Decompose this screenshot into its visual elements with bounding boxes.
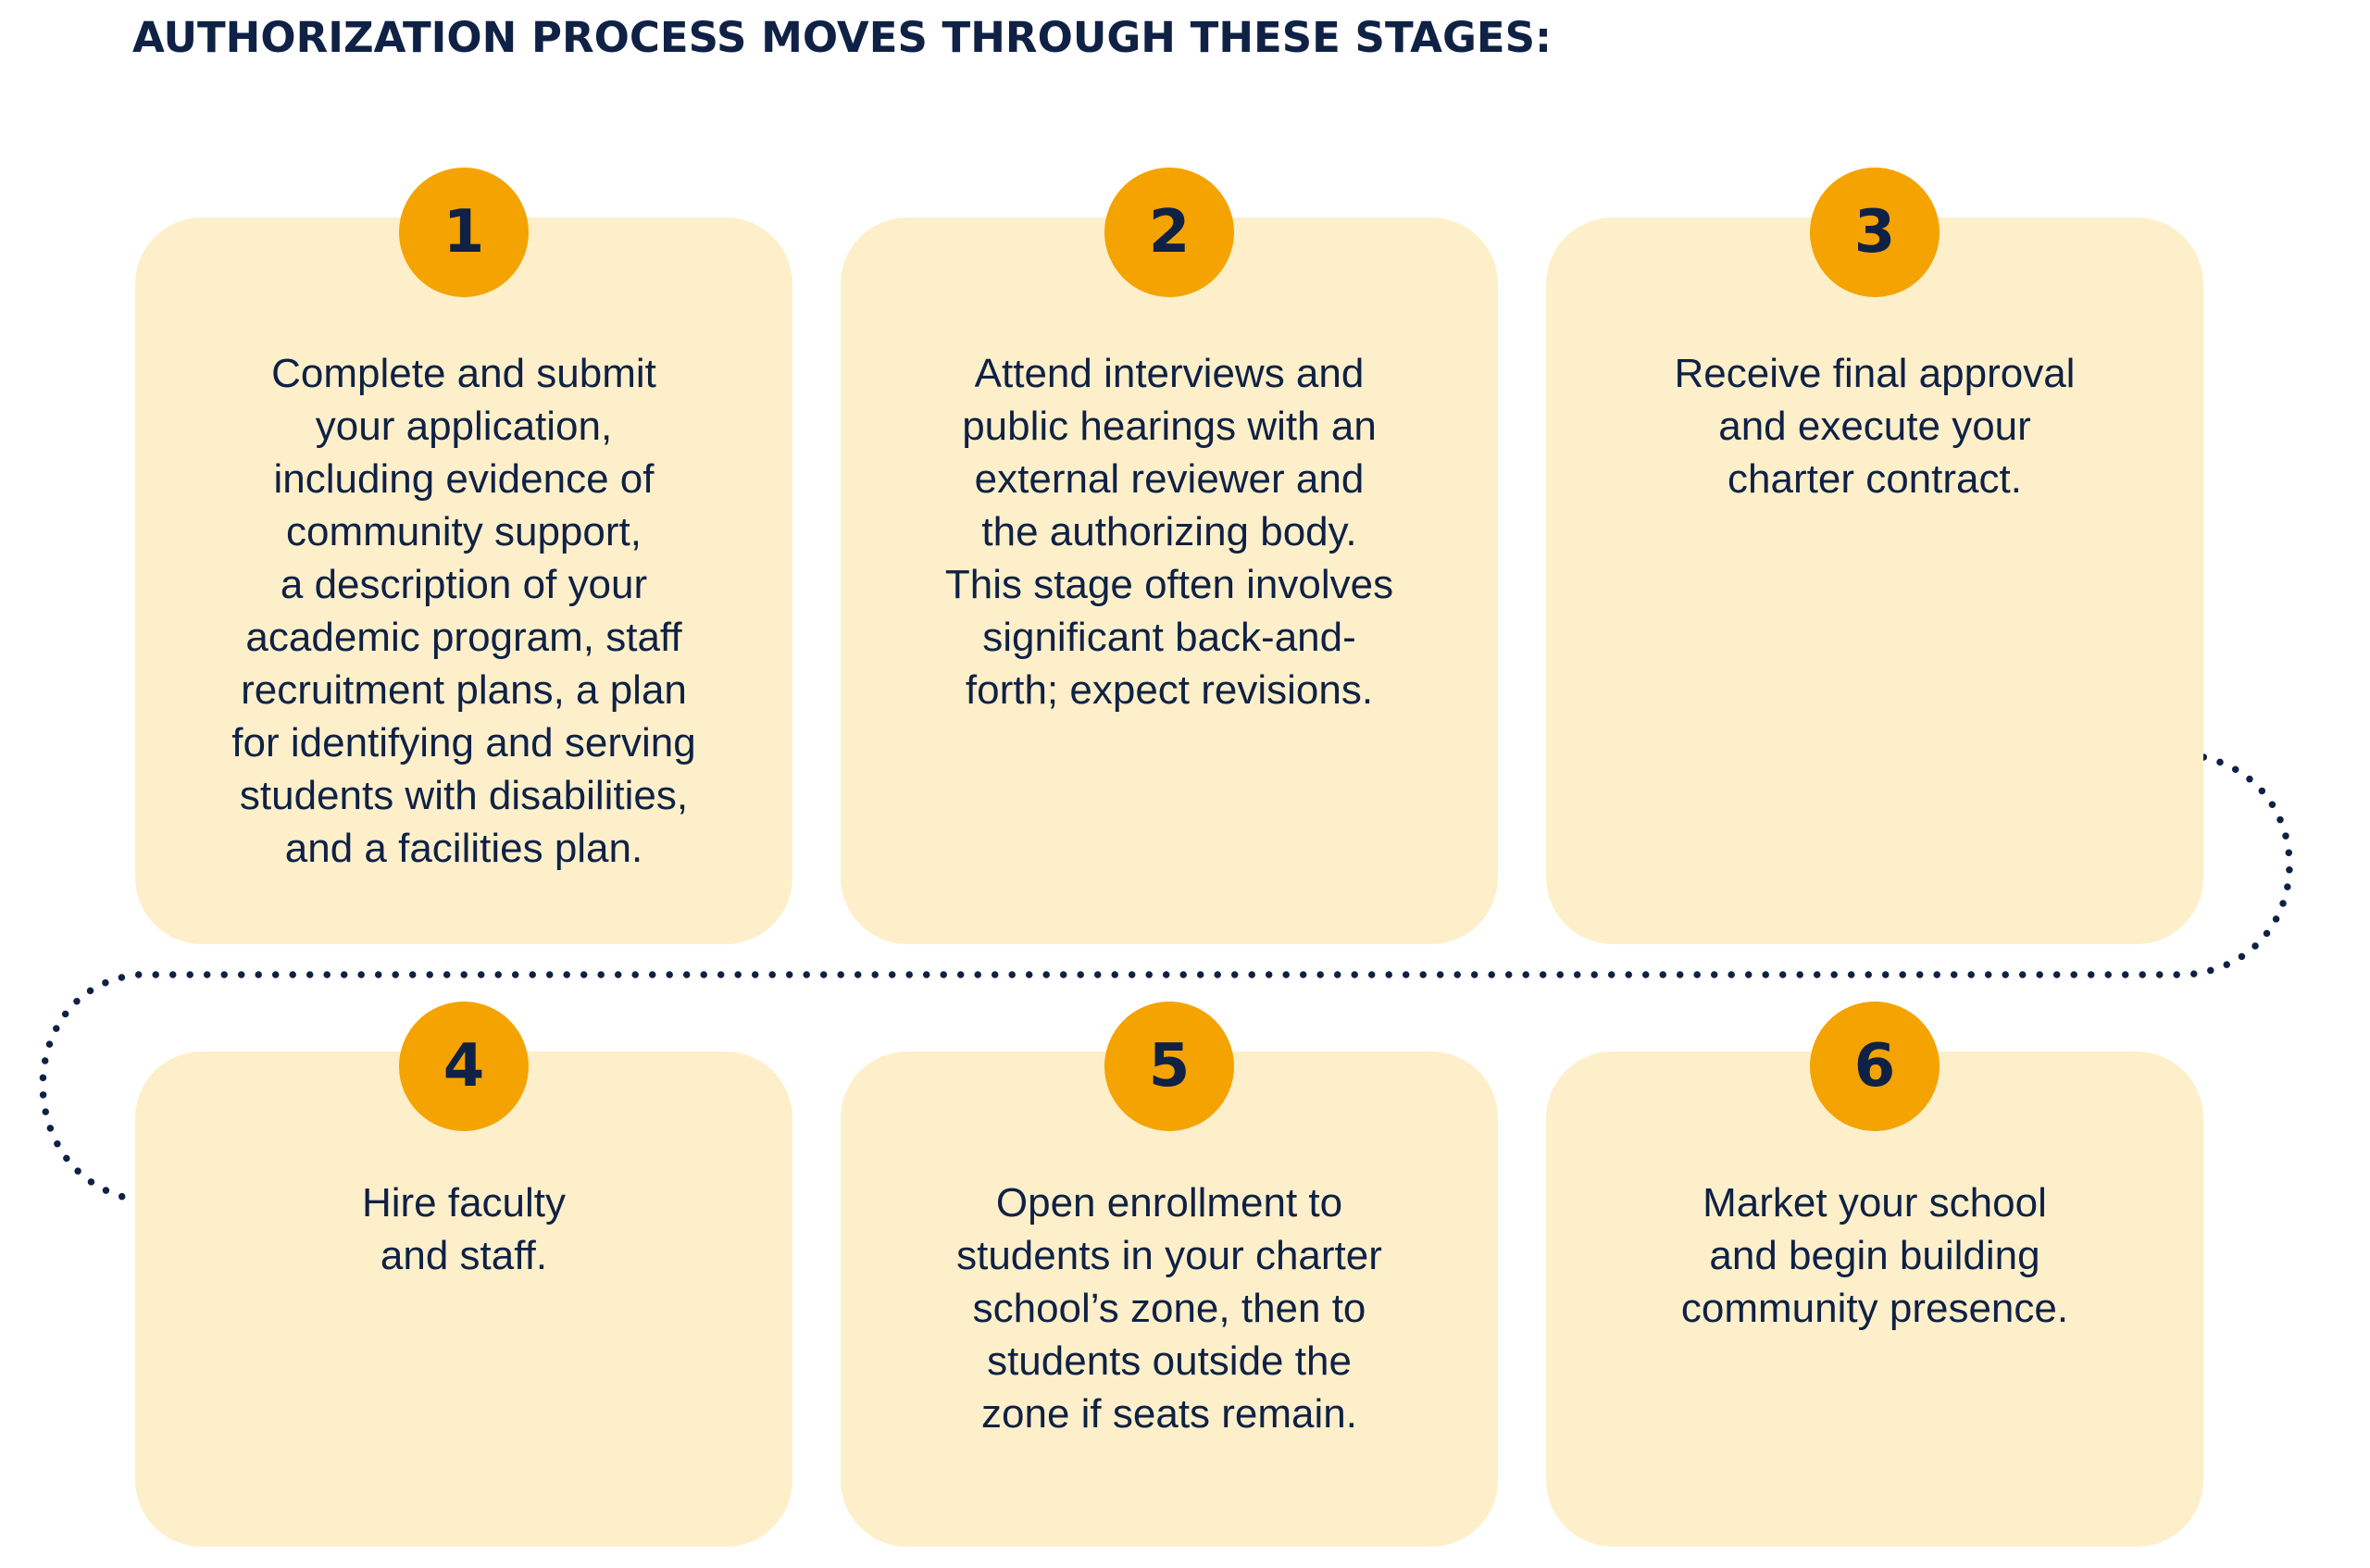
stage-6-text: Market your school and begin building co… xyxy=(1680,1180,2069,1331)
stage-3-number-badge: 3 xyxy=(1810,168,1940,297)
stage-6-number-badge: 6 xyxy=(1810,1002,1940,1131)
stage-card-6: Market your school and begin building co… xyxy=(1546,1052,2203,1547)
stage-card-4: Hire faculty and staff. xyxy=(135,1052,792,1547)
stage-2-number-badge: 2 xyxy=(1104,168,1234,297)
stage-3-text: Receive final approval and execute your … xyxy=(1674,351,2076,502)
stage-card-2: Attend interviews and public hearings wi… xyxy=(841,218,1498,944)
stage-1-number-badge: 1 xyxy=(399,168,529,297)
stage-card-3: Receive final approval and execute your … xyxy=(1546,218,2203,944)
stage-5-text: Open enrollment to students in your char… xyxy=(956,1180,1382,1437)
stage-4-number-badge: 4 xyxy=(399,1002,529,1131)
stage-card-5: Open enrollment to students in your char… xyxy=(841,1052,1498,1547)
stage-card-1: Complete and submit your application, in… xyxy=(135,218,792,944)
stage-4-text: Hire faculty and staff. xyxy=(361,1180,567,1278)
dotted-connector-path xyxy=(39,751,2293,1205)
page-title: AUTHORIZATION PROCESS MOVES THROUGH THES… xyxy=(132,13,1553,62)
stage-2-text: Attend interviews and public hearings wi… xyxy=(944,351,1394,713)
stage-1-text: Complete and submit your application, in… xyxy=(231,351,696,871)
stage-5-number-badge: 5 xyxy=(1104,1002,1234,1131)
